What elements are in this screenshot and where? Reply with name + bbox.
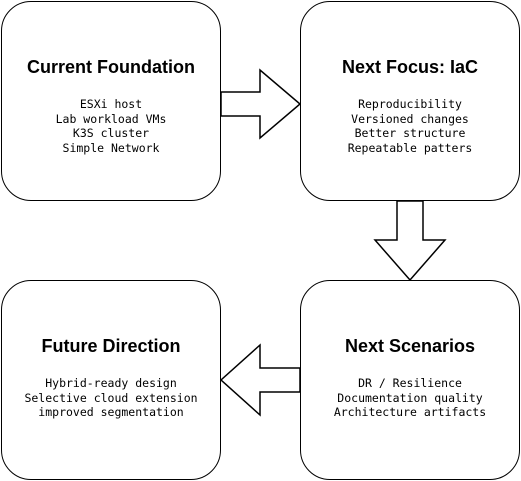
box-line: DR / Resilience (358, 376, 462, 390)
box-line: Documentation quality (337, 390, 483, 405)
box-lines: Reproducibility Versioned changes Better… (301, 97, 519, 155)
box-line: Architecture artifacts (333, 405, 487, 419)
box-line: ESXi host (79, 97, 143, 111)
box-lines: DR / Resilience Documentation quality Ar… (301, 376, 519, 420)
future-direction-box: Future Direction Hybrid-ready design Sel… (1, 280, 221, 480)
box-line: K3S cluster (72, 126, 150, 140)
arrow-right (220, 68, 302, 140)
box-lines: ESXi host Lab workload VMs K3S cluster S… (2, 97, 220, 155)
box-line: Hybrid-ready design (45, 376, 177, 390)
next-focus-box: Next Focus: IaC Reproducibility Versione… (300, 1, 520, 201)
current-foundation-box: Current Foundation ESXi host Lab workloa… (1, 1, 221, 201)
box-line: Repeatable patters (347, 140, 473, 155)
box-title: Future Direction (41, 336, 181, 356)
arrow-left (219, 343, 301, 417)
box-line: Lab workload VMs (55, 111, 167, 126)
box-lines: Hybrid-ready design Selective cloud exte… (2, 376, 220, 420)
box-title: Current Foundation (27, 57, 195, 77)
box-line: Reproducibility (358, 97, 462, 111)
box-line: Simple Network (62, 140, 160, 155)
box-line: Versioned changes (351, 111, 469, 126)
box-line: improved segmentation (38, 405, 184, 419)
box-title: Next Focus: IaC (341, 57, 479, 77)
box-line: Better structure (354, 126, 466, 140)
box-line: Selective cloud extension (24, 390, 198, 405)
arrow-down (373, 200, 447, 282)
next-scenarios-box: Next Scenarios DR / Resilience Documenta… (300, 280, 520, 480)
box-title: Next Scenarios (344, 336, 476, 356)
